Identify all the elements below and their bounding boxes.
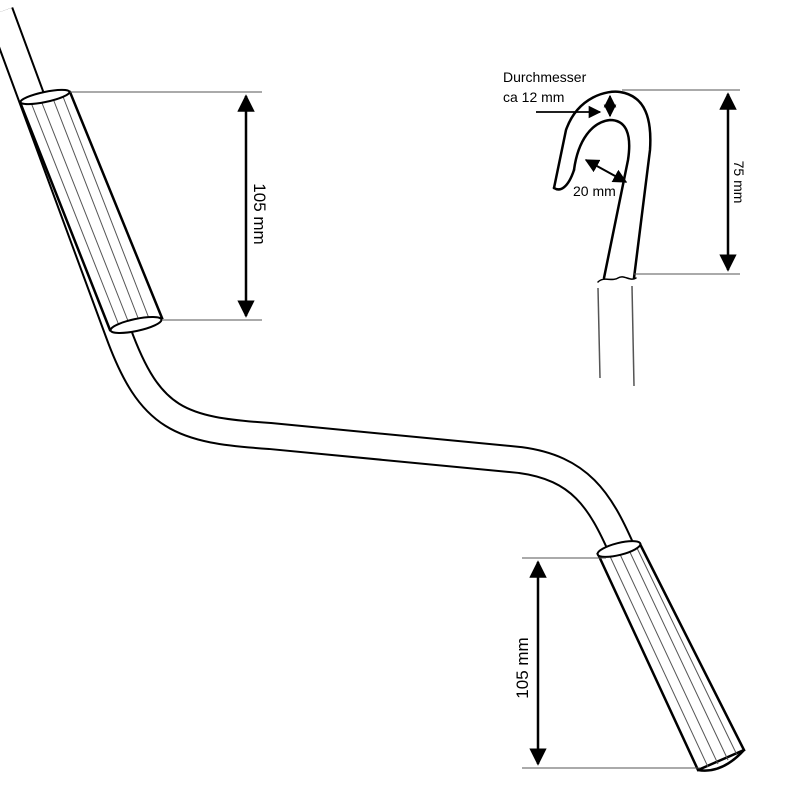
hook-height-label: 75 mm [731, 161, 747, 204]
crank-rod [0, 7, 635, 556]
hook-opening-label: 20 mm [573, 183, 616, 199]
lower-grip [596, 540, 746, 772]
lower-grip-dimension [522, 557, 700, 769]
diameter-label-line1: Durchmesser [503, 69, 587, 85]
lower-grip-length-label: 105 mm [513, 637, 532, 698]
upper-grip-length-label: 105 mm [250, 183, 269, 244]
upper-grip-dimension [70, 91, 262, 321]
hook-detail [536, 89, 740, 387]
diameter-label-line2: ca 12 mm [503, 89, 564, 105]
upper-grip [18, 88, 164, 334]
